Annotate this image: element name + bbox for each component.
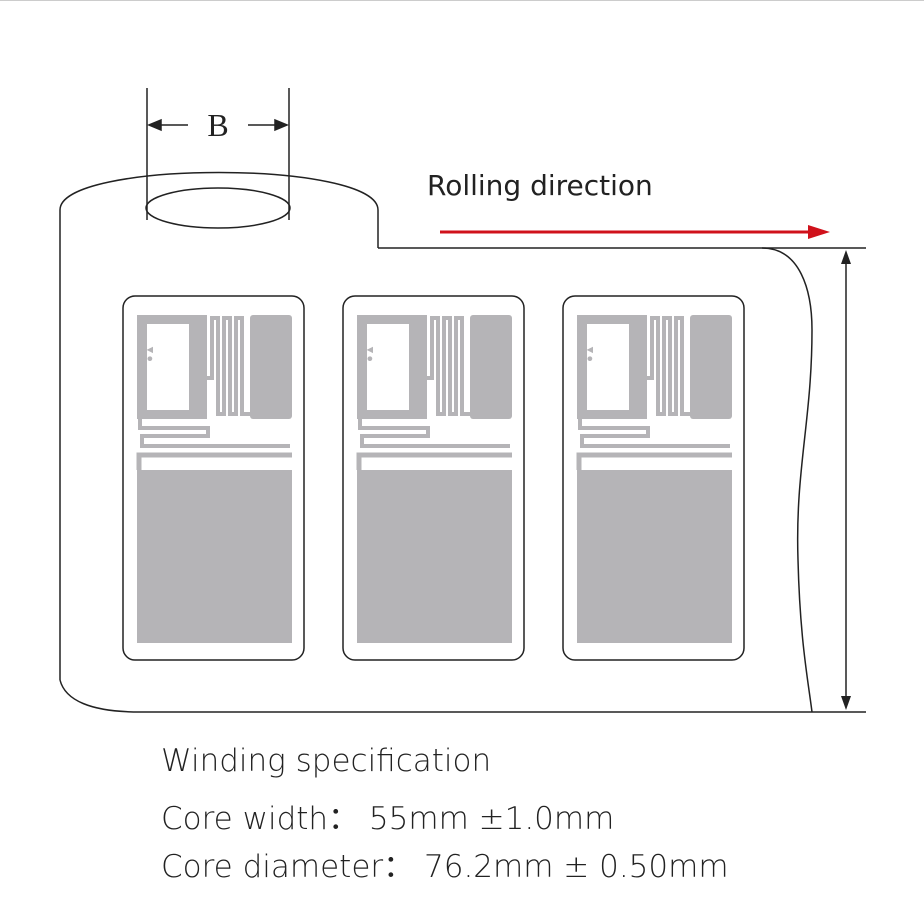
antenna-pad-right bbox=[690, 315, 732, 419]
spec-title: Winding specification bbox=[161, 743, 492, 779]
core-diameter-label: Core diameter： bbox=[161, 849, 415, 885]
antenna-bar bbox=[356, 452, 512, 470]
chip-window bbox=[587, 324, 629, 410]
antenna-pad-right bbox=[470, 315, 512, 419]
dimension-b-label: B bbox=[207, 107, 228, 143]
core-diameter-row: Core diameter： 76.2mm ± 0.50mm bbox=[161, 841, 729, 886]
core-diameter-value: 76.2mm ± 0.50mm bbox=[424, 849, 729, 885]
antenna-bar bbox=[576, 452, 732, 470]
rfid-label: ●▲ bbox=[342, 295, 525, 661]
chip-mark-icon: ●▲ bbox=[364, 344, 376, 362]
rolling-direction-label: Rolling direction bbox=[427, 169, 653, 202]
chip-window bbox=[147, 324, 189, 410]
b-dimension bbox=[147, 118, 289, 132]
antenna-lines bbox=[358, 419, 510, 448]
rfid-label: ●▲ bbox=[122, 295, 305, 661]
antenna-large-pad bbox=[577, 470, 732, 643]
roll-core bbox=[59, 88, 866, 713]
antenna-pad-right bbox=[250, 315, 292, 419]
chip-window bbox=[367, 324, 409, 410]
antenna-bar bbox=[136, 452, 292, 470]
core-width-value: 55mm ±1.0mm bbox=[368, 801, 615, 837]
antenna-lines bbox=[138, 419, 290, 448]
web-edge bbox=[378, 247, 813, 713]
rolling-direction-arrowhead bbox=[808, 225, 830, 239]
roll-bottom-edge bbox=[59, 679, 812, 713]
antenna-meander bbox=[427, 316, 470, 416]
top-border bbox=[0, 0, 924, 1]
core-width-label: Core width： bbox=[161, 801, 360, 837]
rfid-label: ●▲ bbox=[562, 295, 745, 661]
chip-mark-icon: ●▲ bbox=[584, 344, 596, 362]
chip-mark-icon: ●▲ bbox=[144, 344, 156, 362]
core-width-row: Core width： 55mm ±1.0mm bbox=[161, 793, 614, 838]
antenna-lines bbox=[578, 419, 730, 448]
antenna-meander bbox=[647, 316, 690, 416]
antenna-large-pad bbox=[137, 470, 292, 643]
antenna-large-pad bbox=[357, 470, 512, 643]
core-hole bbox=[145, 187, 291, 229]
antenna-meander bbox=[207, 316, 250, 416]
